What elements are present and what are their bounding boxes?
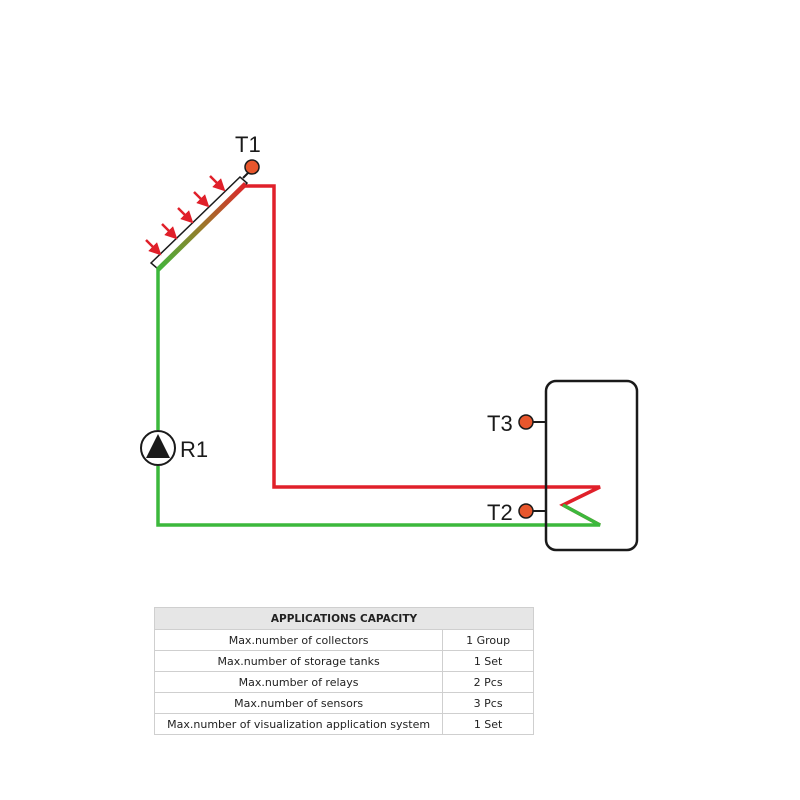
table-row-value: 1 Set bbox=[442, 650, 534, 672]
table-row-value: 1 Set bbox=[442, 713, 534, 735]
sensor-t3-label: T3 bbox=[487, 411, 513, 436]
sensor-t1-label: T1 bbox=[235, 132, 261, 157]
sensor-t3: T3 bbox=[487, 411, 546, 436]
table-title: APPLICATIONS CAPACITY bbox=[154, 607, 534, 630]
applications-capacity-table: APPLICATIONS CAPACITY Max.number of coll… bbox=[153, 607, 534, 735]
table-row-value: 3 Pcs bbox=[442, 692, 534, 714]
pump-r1: R1 bbox=[140, 430, 208, 466]
table-row-item: Max.number of sensors bbox=[153, 692, 444, 714]
table-row-item: Max.number of visualization application … bbox=[153, 713, 444, 735]
table-row: Max.number of visualization application … bbox=[153, 713, 534, 735]
sensor-t2: T2 bbox=[487, 500, 546, 525]
pump-r1-label: R1 bbox=[180, 437, 208, 462]
cold-pipe-tank bbox=[156, 466, 601, 527]
table-row-value: 2 Pcs bbox=[442, 671, 534, 693]
sun-rays-icon bbox=[145, 175, 226, 256]
storage-tank bbox=[544, 379, 639, 552]
table-row: Max.number of sensors 3 Pcs bbox=[153, 692, 534, 714]
pump-icon bbox=[146, 434, 170, 458]
solar-system-diagram: T1 R1 T3 T2 bbox=[140, 132, 639, 552]
table-row-item: Max.number of collectors bbox=[153, 629, 444, 651]
table-row-item: Max.number of storage tanks bbox=[153, 650, 444, 672]
table-row: Max.number of collectors 1 Group bbox=[153, 629, 534, 651]
sensor-t1: T1 bbox=[235, 132, 261, 179]
solar-collector bbox=[149, 175, 249, 272]
table-row-item: Max.number of relays bbox=[153, 671, 444, 693]
table-row-value: 1 Group bbox=[442, 629, 534, 651]
table-row: Max.number of storage tanks 1 Set bbox=[153, 650, 534, 672]
table-row: Max.number of relays 2 Pcs bbox=[153, 671, 534, 693]
sensor-t2-label: T2 bbox=[487, 500, 513, 525]
